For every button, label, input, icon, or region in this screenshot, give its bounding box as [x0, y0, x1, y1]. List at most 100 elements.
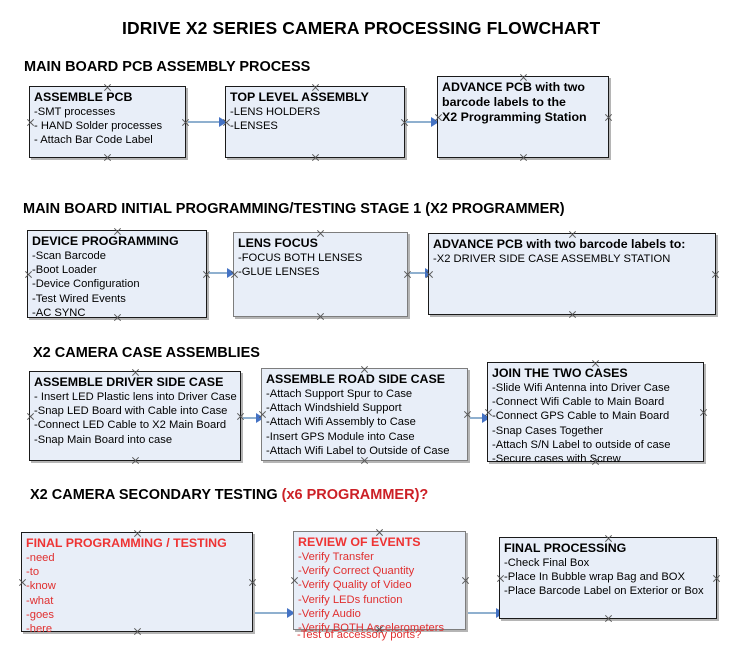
- connection-handle-top[interactable]: [103, 83, 112, 92]
- connection-handle-top[interactable]: [131, 368, 140, 377]
- connection-handle-left[interactable]: [26, 118, 35, 127]
- node-line: - Insert LED Plastic lens into Driver Ca…: [34, 391, 237, 403]
- connection-handle-bottom[interactable]: [103, 153, 112, 162]
- node-line: -Attach S/N Label to outside of case: [492, 438, 671, 451]
- node-line: -Device Configuration: [32, 278, 140, 291]
- connection-handle-top[interactable]: [568, 230, 577, 239]
- connection-handle-right[interactable]: [461, 576, 470, 585]
- node-advance-pcb-driver-side-case[interactable]: ADVANCE PCB with two barcode labels to: …: [428, 233, 716, 315]
- node-review-of-events-overflow-line: -Test of accessory ports?: [297, 629, 422, 641]
- node-line: -Scan Barcode: [32, 250, 107, 262]
- section-heading-x2-camera-case-assemblies: X2 CAMERA CASE ASSEMBLIES: [33, 345, 260, 361]
- node-line: -SMT processes: [34, 106, 116, 118]
- node-line: -X2 DRIVER SIDE CASE ASSEMBLY STATION: [433, 253, 671, 265]
- connection-handle-left[interactable]: [18, 578, 27, 587]
- connection-handle-left[interactable]: [222, 118, 231, 127]
- connection-handle-bottom[interactable]: [568, 310, 577, 319]
- connection-handle-left[interactable]: [425, 270, 434, 279]
- connection-handle-top[interactable]: [591, 359, 600, 368]
- node-title: ASSEMBLE PCB: [34, 90, 133, 104]
- node-device-programming[interactable]: DEVICE PROGRAMMING -Scan Barcode -Boot L…: [24, 227, 207, 319]
- node-line: -Connect LED Cable to X2 Main Board: [34, 419, 227, 432]
- node-title: JOIN THE TWO CASES: [492, 366, 628, 380]
- node-assemble-road-side-case[interactable]: ASSEMBLE ROAD SIDE CASE -Attach Support …: [261, 368, 468, 461]
- node-line: -Attach Wifi Assembly to Case: [266, 416, 416, 429]
- connection-handle-right[interactable]: [712, 574, 721, 583]
- connection-handle-right[interactable]: [248, 578, 257, 587]
- node-line: -Connect Wifi Cable to Main Board: [492, 396, 665, 409]
- node-line: -Snap LED Board with Cable into Case: [34, 405, 228, 418]
- node-line: -know: [26, 580, 56, 593]
- connection-handle-bottom[interactable]: [360, 456, 369, 465]
- connection-handle-bottom[interactable]: [604, 614, 613, 623]
- node-line: - HAND Solder processes: [34, 120, 163, 133]
- connection-handle-bottom[interactable]: [133, 627, 142, 636]
- node-line: -GLUE LENSES: [238, 266, 320, 279]
- node-join-the-two-cases[interactable]: JOIN THE TWO CASES -Slide Wifi Antenna i…: [484, 359, 704, 465]
- node-line: -Verify Audio: [298, 607, 361, 620]
- connection-handle-left[interactable]: [24, 270, 33, 279]
- node-title: REVIEW OF EVENTS: [298, 535, 421, 549]
- node-line: -Insert GPS Module into Case: [266, 430, 415, 443]
- node-line: -Slide Wifi Antenna into Driver Case: [492, 382, 670, 394]
- connection-handle-left[interactable]: [290, 576, 299, 585]
- connection-handle-right[interactable]: [236, 412, 245, 421]
- node-review-of-events[interactable]: REVIEW OF EVENTS -Verify Transfer -Verif…: [290, 528, 466, 634]
- connection-handle-bottom[interactable]: [311, 153, 320, 162]
- connection-handle-top[interactable]: [604, 534, 613, 543]
- connection-handle-right[interactable]: [711, 270, 720, 279]
- node-title: ADVANCE PCB with two: [442, 80, 585, 94]
- connection-handle-bottom[interactable]: [591, 457, 600, 466]
- section-heading-accent: (x6 PROGRAMMER)?: [281, 487, 429, 503]
- node-line: -Attach Windshield Support: [266, 402, 402, 415]
- connection-handle-top[interactable]: [316, 229, 325, 238]
- connection-handle-left[interactable]: [434, 113, 443, 122]
- connection-handle-left[interactable]: [258, 410, 267, 419]
- node-line: -goes: [26, 608, 54, 621]
- node-line: -Snap Cases Together: [492, 424, 604, 437]
- connection-handle-left[interactable]: [230, 270, 239, 279]
- connection-handle-top[interactable]: [133, 529, 142, 538]
- node-lens-focus[interactable]: LENS FOCUS -FOCUS BOTH LENSES -GLUE LENS…: [233, 232, 408, 317]
- connection-handle-top[interactable]: [311, 83, 320, 92]
- node-title: TOP LEVEL ASSEMBLY: [230, 90, 369, 104]
- node-line: -here: [26, 623, 53, 636]
- node-final-processing[interactable]: FINAL PROCESSING -Check Final Box -Place…: [499, 537, 717, 619]
- connection-handle-bottom[interactable]: [113, 313, 122, 322]
- node-line: -Attach Support Spur to Case: [266, 388, 413, 400]
- connection-handle-bottom[interactable]: [519, 153, 528, 162]
- node-title: ADVANCE PCB with two barcode labels to:: [433, 237, 686, 251]
- connection-handle-top[interactable]: [360, 365, 369, 374]
- node-advance-pcb-programming-station[interactable]: ADVANCE PCB with two barcode labels to t…: [437, 76, 609, 158]
- node-line: -to: [26, 566, 40, 579]
- connection-handle-right[interactable]: [699, 408, 708, 417]
- node-title-line2: barcode labels to the: [442, 95, 566, 109]
- node-line: -Check Final Box: [504, 557, 590, 569]
- node-line: -Verify LEDs function: [298, 593, 403, 606]
- connection-handle-left[interactable]: [26, 412, 35, 421]
- connection-handle-top[interactable]: [519, 73, 528, 82]
- node-top-level-assembly[interactable]: TOP LEVEL ASSEMBLY -LENS HOLDERS -LENSES: [225, 86, 405, 158]
- node-line: -LENS HOLDERS: [230, 106, 321, 118]
- node-assemble-pcb[interactable]: ASSEMBLE PCB -SMT processes - HAND Solde…: [29, 86, 186, 158]
- node-final-programming-testing[interactable]: FINAL PROGRAMMING / TESTING -need -to -k…: [18, 529, 253, 635]
- node-title: FINAL PROCESSING: [504, 541, 627, 555]
- connection-handle-bottom[interactable]: [131, 456, 140, 465]
- connection-handle-top[interactable]: [113, 227, 122, 236]
- section-heading-text: X2 CAMERA SECONDARY TESTING: [30, 487, 282, 503]
- connection-handle-right[interactable]: [202, 270, 211, 279]
- node-line: - Attach Bar Code Label: [34, 134, 153, 147]
- node-line: -Verify Transfer: [298, 551, 374, 563]
- connection-handle-bottom[interactable]: [316, 312, 325, 321]
- node-assemble-driver-side-case[interactable]: ASSEMBLE DRIVER SIDE CASE - Insert LED P…: [29, 371, 241, 461]
- node-title-line3: X2 Programming Station: [442, 110, 587, 124]
- node-line: -Place Barcode Label on Exterior or Box: [504, 585, 704, 598]
- node-line: -need: [26, 552, 55, 564]
- section-heading-main-board-initial-programming: MAIN BOARD INITIAL PROGRAMMING/TESTING S…: [23, 201, 565, 217]
- node-line: -Verify Quality of Video: [298, 579, 412, 592]
- connection-handle-left[interactable]: [484, 408, 493, 417]
- connection-handle-top[interactable]: [375, 528, 384, 537]
- connection-handle-left[interactable]: [496, 574, 505, 583]
- node-line: -what: [26, 594, 54, 607]
- connection-handle-right[interactable]: [604, 113, 613, 122]
